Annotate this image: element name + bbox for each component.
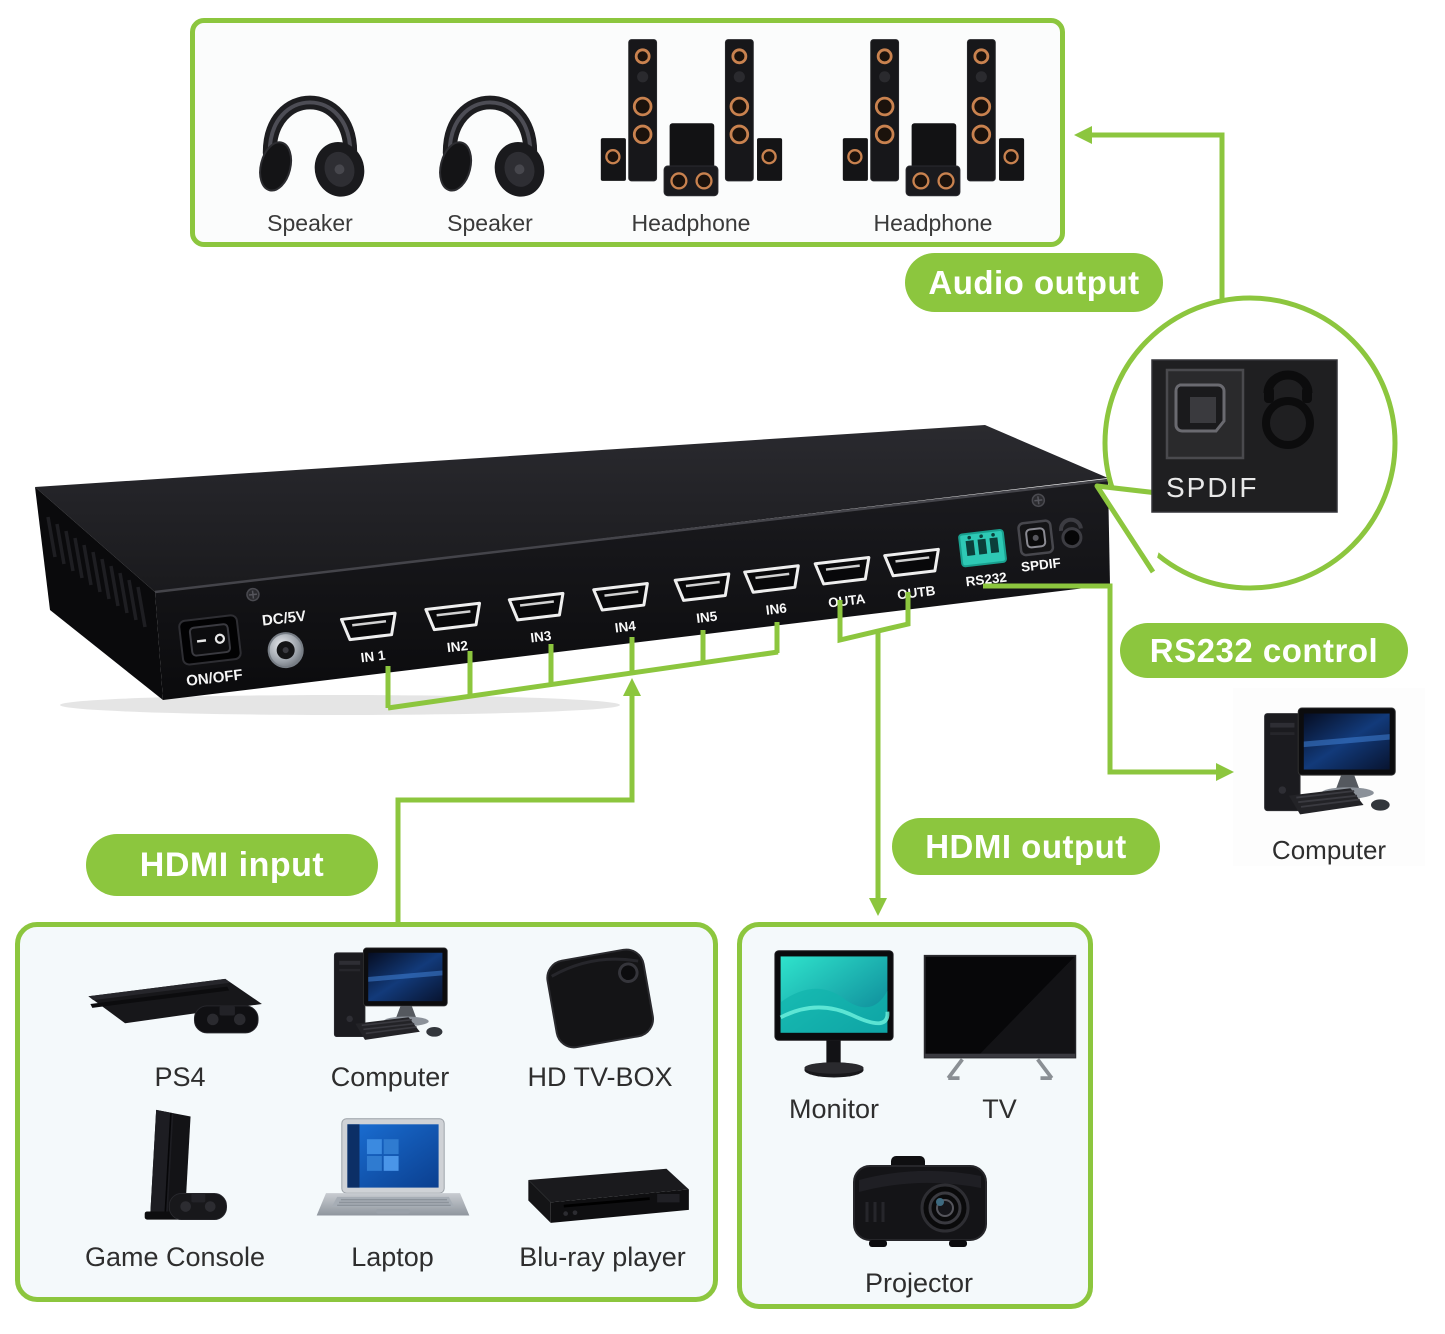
rs232-terminal [958, 529, 1007, 568]
output-device-tv: TV [912, 945, 1087, 1125]
arrow-right-icon [1216, 763, 1234, 781]
laptop-icon [316, 1118, 469, 1216]
rs232-target-label: Computer [1271, 835, 1387, 865]
port-label: IN2 [446, 638, 469, 655]
input-device-bluray: Blu-ray player [490, 1145, 715, 1273]
spdif-detail-bubble: SPDIF [1094, 295, 1398, 591]
power-label: ON/OFF [185, 666, 243, 689]
input-device-ps4: PS4 [55, 945, 305, 1093]
hdmi-input-badge: HDMI input [86, 834, 378, 896]
input-device-tvbox: HD TV-BOX [495, 939, 705, 1093]
hdmi-port-in5: IN5 [673, 572, 731, 626]
gamepad-icon [168, 1193, 227, 1221]
input-device-label: Laptop [351, 1242, 434, 1272]
port-label: IN4 [614, 618, 637, 635]
hdmi-matrix-switch: ON/OFF DC/5V IN 1 IN2 IN3 [35, 425, 1110, 715]
spdif-detail-photo: SPDIF [1151, 359, 1338, 513]
rs232-control-badge: RS232 control [1120, 623, 1408, 678]
monitor-icon [774, 950, 894, 1078]
speaker-system-icon [842, 39, 1025, 197]
audio-device-label: Headphone [631, 210, 751, 236]
dc-jack [267, 632, 304, 669]
spdif-detail-label: SPDIF [1166, 472, 1258, 503]
port-label: IN 1 [360, 648, 387, 666]
audio-output-badge: Audio output [905, 253, 1163, 312]
input-device-label: PS4 [154, 1062, 206, 1092]
hdmi-input-connector [395, 696, 635, 922]
port-label: IN3 [530, 628, 553, 645]
hdmi-port-in6: IN6 [743, 564, 800, 618]
audio-device-label: Headphone [873, 210, 993, 236]
device-top-face [35, 425, 1108, 592]
input-device-computer: Computer [300, 935, 480, 1093]
input-device-label: Computer [330, 1062, 450, 1092]
input-device-label: Game Console [84, 1242, 266, 1272]
game-console-icon [144, 1109, 227, 1221]
headphones-icon [439, 95, 545, 197]
port-label: IN5 [695, 609, 718, 626]
desktop-computer-icon [1264, 707, 1396, 815]
hdmi-port-in1: IN 1 [339, 611, 397, 666]
spdif-port [1017, 519, 1055, 557]
output-device-label: Projector [864, 1268, 974, 1298]
audio-device-headphone-1: Headphone [585, 31, 797, 237]
headphone-glyph-icon [1262, 370, 1314, 449]
desktop-computer-icon [333, 947, 448, 1040]
arrow-left-icon [1074, 126, 1092, 144]
output-device-monitor: Monitor [754, 945, 914, 1125]
output-device-label: Monitor [788, 1094, 880, 1124]
speaker-system-icon [600, 39, 783, 197]
headphone-jack [1059, 517, 1083, 549]
audio-device-label: Speaker [447, 210, 533, 236]
audio-device-speaker-2: Speaker [430, 45, 550, 237]
rs232-target-computer: Computer [1233, 688, 1425, 866]
output-device-projector: Projector [814, 1139, 1024, 1299]
tv-box-icon [546, 948, 654, 1049]
audio-device-label: Speaker [267, 210, 353, 236]
output-device-label: TV [982, 1094, 1017, 1124]
spdif-label: SPDIF [1020, 555, 1061, 575]
hdmi-port-outb: OUTB [883, 547, 940, 602]
device-shadow [60, 695, 620, 715]
screw-icon [1031, 493, 1046, 508]
vent-slots [46, 516, 147, 628]
projector-icon [853, 1156, 987, 1247]
tv-icon [923, 954, 1076, 1081]
ps4-console-icon [88, 978, 262, 1034]
headphones-icon [259, 95, 365, 197]
input-device-label: HD TV-BOX [527, 1062, 673, 1092]
front-top-edge-highlight [154, 478, 1109, 594]
port-label: IN6 [765, 600, 788, 617]
input-device-game-console: Game Console [60, 1105, 290, 1273]
hdmi-output-device-box: Monitor TV [737, 922, 1093, 1309]
power-switch [178, 614, 242, 666]
hdmi-input-device-box: PS4 Computer [15, 922, 718, 1302]
hdmi-port-in3: IN3 [507, 591, 565, 645]
audio-device-speaker-1: Speaker [250, 45, 370, 237]
input-device-label: Blu-ray player [519, 1242, 686, 1272]
audio-output-device-box: Speaker Speaker [190, 18, 1065, 247]
bluray-player-icon [527, 1168, 689, 1223]
arrow-down-icon [869, 898, 887, 916]
dc-power-label: DC/5V [261, 608, 307, 630]
audio-device-headphone-2: Headphone [827, 31, 1039, 237]
hdmi-output-badge: HDMI output [892, 818, 1160, 875]
input-device-laptop: Laptop [300, 1115, 485, 1273]
screw-icon [246, 587, 260, 602]
hdmi-port-in4: IN4 [592, 581, 649, 636]
gamepad-icon [193, 1005, 259, 1034]
